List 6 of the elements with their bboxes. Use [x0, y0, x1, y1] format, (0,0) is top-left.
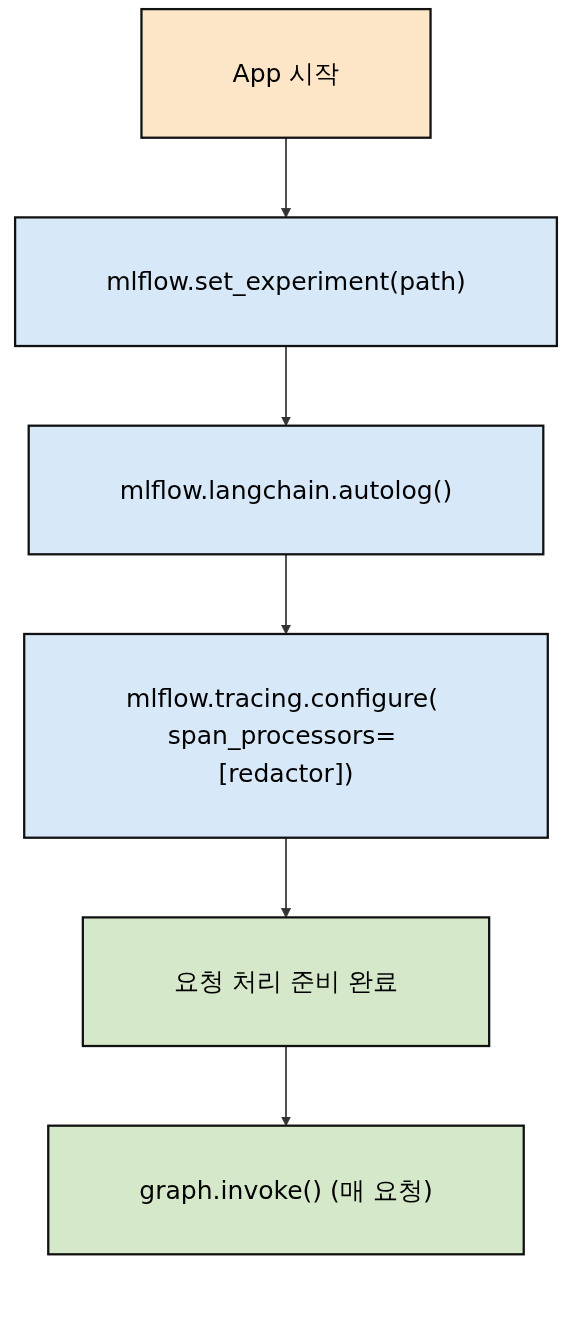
- node-box: App 시작: [140, 7, 432, 139]
- node-box: graph.invoke() (매 요청): [47, 1124, 525, 1256]
- node-box: mlflow.langchain.autolog(): [27, 424, 545, 556]
- node-box: 요청 처리 준비 완료: [81, 916, 491, 1048]
- node-box: mlflow.set_experiment(path): [13, 216, 559, 348]
- node-box: mlflow.tracing.configure( span_processors= [redactor]): [23, 632, 549, 839]
